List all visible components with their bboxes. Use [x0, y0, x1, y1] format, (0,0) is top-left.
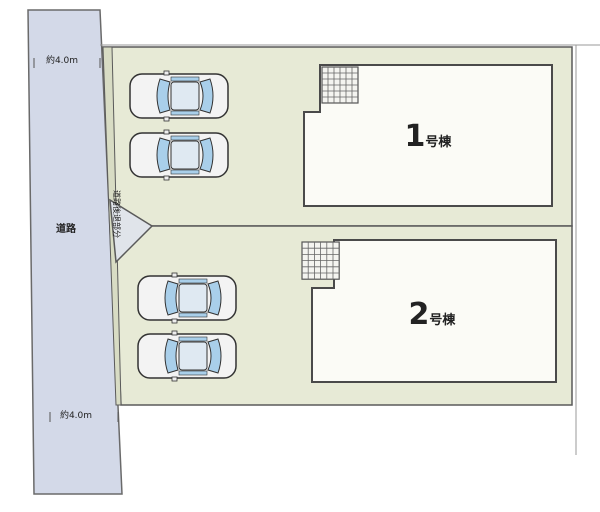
building-2-label: 2号棟	[409, 297, 457, 332]
road-strip	[27, 9, 123, 495]
car-1	[129, 70, 229, 122]
building-1-number: 1	[405, 119, 426, 154]
car-2	[129, 129, 229, 181]
setback-label: 道路後退部分	[112, 190, 122, 238]
building-1-suffix: 号棟	[425, 134, 452, 150]
deck-grid-2	[301, 241, 340, 280]
deck-grid-1	[321, 66, 359, 104]
building-1-label: 1号棟	[405, 119, 453, 154]
road-label: 道路	[56, 222, 77, 235]
building-2	[311, 239, 557, 383]
building-2-number: 2	[409, 297, 430, 332]
building-1	[303, 64, 553, 207]
building-2-suffix: 号棟	[429, 312, 456, 328]
road-width-top: 約4.0m	[46, 54, 78, 66]
road-width-bottom: 約4.0m	[60, 409, 92, 421]
parking-cars	[129, 70, 237, 382]
car-3	[137, 272, 237, 324]
car-4	[137, 330, 237, 382]
setback-triangle	[109, 198, 154, 264]
